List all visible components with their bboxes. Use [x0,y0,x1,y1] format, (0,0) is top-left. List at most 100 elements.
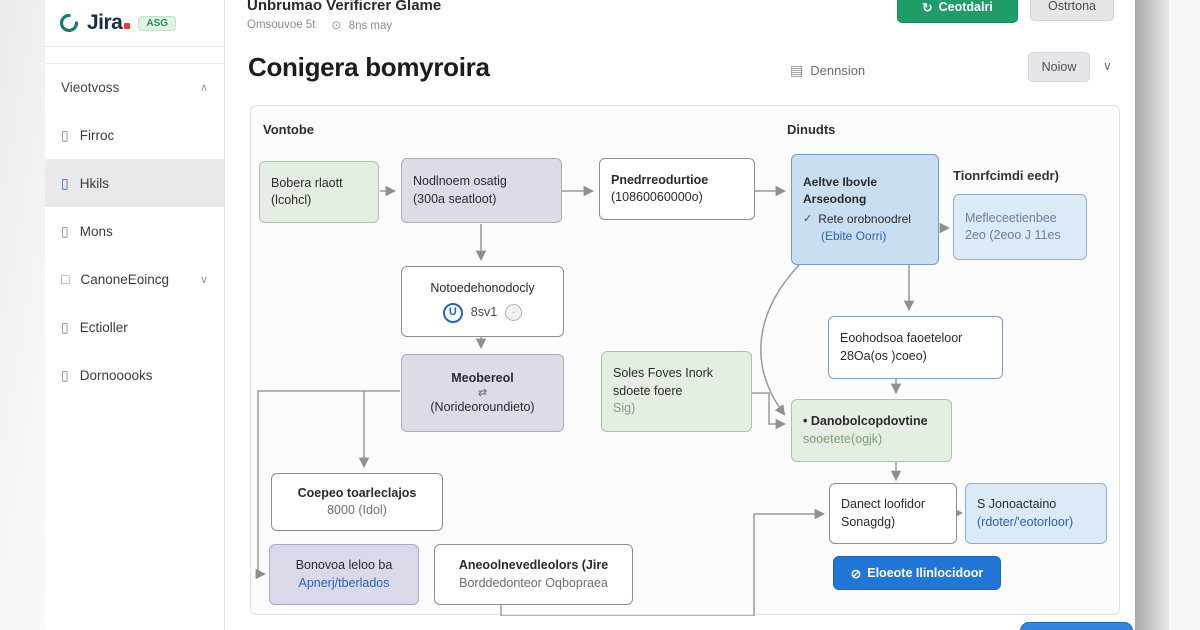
canvas-left-label: Vontobe [263,122,315,137]
node-line: 8000 (Idol) [327,503,387,517]
node-line: Coepeo toarleclajos [297,485,417,500]
flow-node-b13[interactable]: Danect loofidor Sonagdg) [829,483,957,544]
node-line: (300a seatloot) [413,191,497,206]
sidebar-item-label: Firroc [79,127,115,143]
node-line: Mefleceetienbee [965,210,1057,225]
sidebar-item-label: Ectioller [79,319,128,335]
cutoff-bottom-button[interactable] [1020,622,1133,630]
brand-dot [124,23,131,29]
refresh-icon: ↻ [922,0,933,15]
doc-icon: ▯ [61,366,69,383]
node-line: Pnedrreodurtioe [611,172,709,187]
flow-node-b15[interactable]: Bonovoa leloo ba Apnerj/tberlados [269,544,419,605]
document-meta: Omsouvoe 5t ⊙ 8ns may [247,18,1135,32]
sidebar-item-label: Dornooooks [79,367,153,383]
doc-icon: ▯ [61,318,69,335]
node-line: (Ebite Oorri) [821,228,887,243]
flow-node-b14[interactable]: S Jonoactaino (rdoter/'eotorloor) [965,483,1107,544]
flow-node-b8[interactable]: Meobereol ⇄ (Norideoroundieto) [401,354,564,432]
node-line: 2eo (2eoo J 11es [965,228,1061,242]
brand-name: Jira [87,11,131,35]
topbar: Unbrumao Verificrer Glame Omsouvoe 5t ⊙ … [225,0,1135,44]
flow-node-b10[interactable]: Eoohodsoa faoeteloor 28Oa(os )coeo) [828,316,1003,379]
node-line: Danect loofidor [841,497,926,511]
chevron-up-icon[interactable]: ∧ [199,82,208,94]
jira-logo-icon [59,13,79,33]
page-title: Conigera bomyroira [248,52,490,82]
sidebar-item-label: Hkils [79,176,109,191]
flow-action-label: Eloeote Ilinlocidoor [867,566,984,580]
node-line: S Jonoactaino [977,497,1057,511]
flow-node-b2[interactable]: Nodlnoem osatig (300a seatloot) [401,158,562,223]
node-line: (Norideoroundieto) [430,399,535,414]
check-icon: ✓ [803,213,813,225]
node-line: (lcohcl) [271,193,312,207]
slash-circle-icon: ⊘ [850,566,862,581]
sidebar-item-canoneeoincg[interactable]: □ CanoneEoincg ∨ [45,255,224,303]
clock-icon: ⊙ [331,18,342,32]
node-line: • Danobolcopdovtine [803,413,940,431]
flow-action-button[interactable]: ⊘ Eloeote Ilinlocidoor [833,556,1001,590]
square-icon: □ [61,271,70,287]
node-line: Aeltve Ibovle [803,175,878,190]
sidebar-item-inner: □ CanoneEoincg [61,271,169,287]
sidebar-section-header[interactable]: Vieotvoss ∧ [45,63,224,111]
sidebar-item-firroc[interactable]: ▯ Firroc [45,111,224,159]
sidebar-item-label: CanoneEoincg [80,271,170,287]
secondary-action-label: Ostrtona [1048,0,1096,13]
sidebar-item-hkils-selected[interactable]: ▯ Hkils [45,159,224,207]
sidebar-section-label: Vieotvoss [61,80,120,95]
flow-node-b12[interactable]: Coepeo toarleclajos 8000 (Idol) [271,473,443,531]
right-background-edge [1135,0,1169,630]
swap-icon: ⇄ [477,386,488,399]
list-icon: ▤ [790,62,804,78]
flow-node-b1[interactable]: Bobera rlaott (lcohcl) [259,161,379,223]
bullet-icon: • [803,414,808,428]
view-dropdown-button[interactable]: Noiow [1028,52,1090,82]
sidebar-item-ectioller[interactable]: ▯ Ectioller [45,303,224,351]
node-line: Bonovoa leloo ba [295,558,393,572]
flow-node-b3[interactable]: Pnedrreodurtioe (10860060000o) [599,158,755,220]
secondary-action-button[interactable]: Ostrtona [1030,0,1114,21]
node-line: Arseodong [803,192,867,207]
node-line: Soles Foves Inork [613,366,714,381]
user-badge-icon: U [442,302,463,323]
meta-right: ⊙ 8ns may [331,18,392,32]
flow-node-b6[interactable]: Mefleceetienbee 2eo (2eoo J 11es [953,194,1087,260]
node-line: Nodlnoem osatig [413,174,507,188]
node-status-row: U 8sv1 · [413,302,552,323]
flow-node-b7[interactable]: Notoedehonodocly U 8sv1 · [401,266,564,337]
node-line: sooetete(ogjk) [803,431,883,446]
chevron-down-icon[interactable]: ∨ [199,273,208,286]
flow-node-b4[interactable]: Aeltve Ibovle Arseodong ✓ Rete orobnoodr… [791,154,939,265]
sidebar-item-dornooooks[interactable]: ▯ Dornooooks [45,351,224,399]
node-line: Rete orobnoodrel [818,212,911,226]
node-line: Borddedonteor Oqbopraea [459,575,608,590]
chevron-down-icon[interactable]: ∨ [1103,59,1112,73]
flow-node-b16[interactable]: Aneoolnevedleolors (Jire Borddedonteor O… [434,544,633,605]
sidebar-item-mons[interactable]: ▯ Mons [45,207,224,255]
node-line: (rdoter/'eotorloor) [977,514,1074,529]
meta-right-text: 8ns may [348,20,393,32]
node-line: Eoohodsoa faoeteloor [840,331,963,345]
sidebar: Jira ASG Vieotvoss ∧ ▯ Firroc ▯ Hkils [45,0,225,630]
canvas-right-label: Dinudts [787,122,836,137]
node-line: Sonagdg) [841,514,896,529]
primary-action-label: Ceotdalri [938,0,993,14]
view-dropdown-label: Noiow [1041,60,1077,74]
node-line: Meobereol [451,371,514,385]
node-text: Danobolcopdovtine [810,414,928,428]
node-line: sdoete foere [613,383,683,398]
doc-icon: ▯ [61,175,69,191]
annotation-label: Tionrfcimdi eedr) [953,168,1059,183]
flow-node-b9[interactable]: Soles Foves Inork sdoete foere Sig) [601,351,752,432]
document-title: Unbrumao Verificrer Glame [247,0,442,14]
flow-node-b11[interactable]: • Danobolcopdovtine sooetete(ogjk) [791,399,952,462]
flowchart-canvas: Vontobe Dinudts [250,105,1120,616]
logo-row: Jira ASG [45,0,224,47]
primary-action-button[interactable]: ↻ Ceotdalri [897,0,1018,23]
view-mode-text: Dennsion [810,63,866,78]
node-line: 28Oa(os )coeo) [840,348,927,363]
brand-text: Jira [87,11,123,34]
left-background-edge [0,0,45,630]
